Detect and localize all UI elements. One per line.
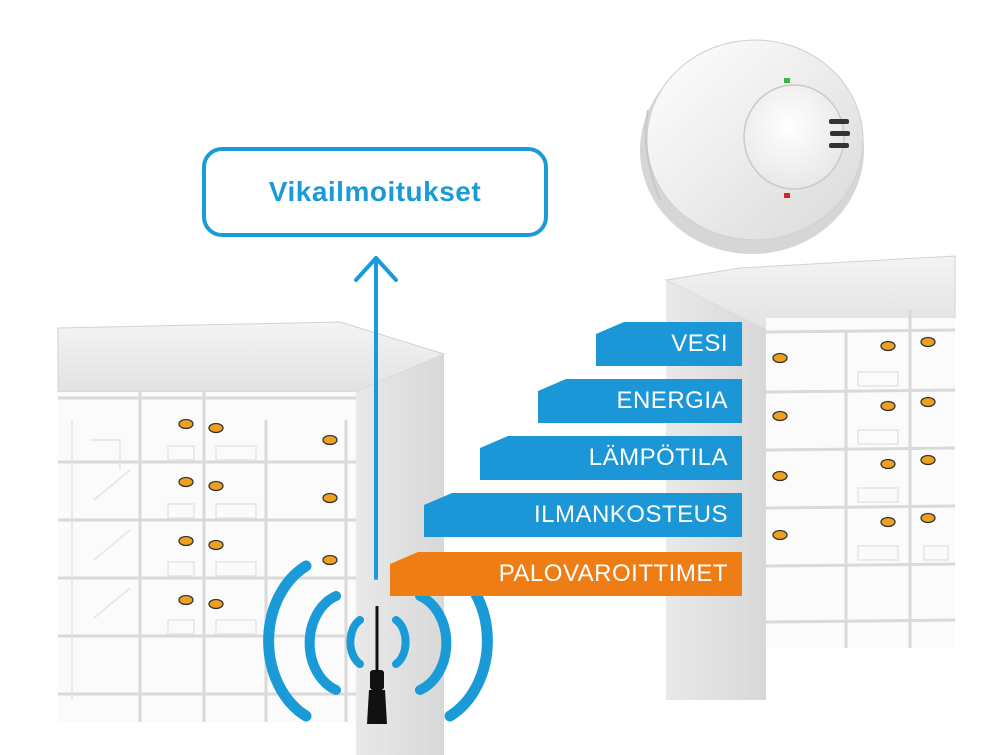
fault-notifications-callout: Vikailmoitukset <box>202 147 548 237</box>
sensor-icon <box>880 340 896 352</box>
sensor-icon <box>178 535 194 547</box>
sensor-icon <box>322 554 338 566</box>
sensor-icon <box>178 418 194 430</box>
category-energy: ENERGIA <box>538 379 742 423</box>
sensor-icon <box>880 458 896 470</box>
category-humidity: ILMANKOSTEUS <box>424 493 742 537</box>
sensor-icon <box>920 454 936 466</box>
sensor-icon <box>208 598 224 610</box>
sensor-icon <box>322 434 338 446</box>
sensor-icon <box>178 476 194 488</box>
category-label: LÄMPÖTILA <box>588 444 728 471</box>
right-sensors <box>772 336 936 541</box>
smoke-detector-icon <box>640 39 864 254</box>
sensor-icon <box>920 396 936 408</box>
category-label: ENERGIA <box>616 387 728 414</box>
left-sensors <box>178 418 338 610</box>
sensor-icon <box>772 529 788 541</box>
sensor-icon <box>322 492 338 504</box>
arrow-up-icon <box>354 256 398 580</box>
category-label: PALOVAROITTIMET <box>498 560 728 587</box>
sensor-icon <box>880 400 896 412</box>
sensor-icon <box>880 516 896 528</box>
callout-label: Vikailmoitukset <box>268 176 482 207</box>
left-building <box>57 321 446 755</box>
sensor-icon <box>772 470 788 482</box>
wireless-signal-icon <box>263 560 493 722</box>
sensor-icon <box>208 422 224 434</box>
sensor-icon <box>920 336 936 348</box>
category-label: ILMANKOSTEUS <box>533 501 728 528</box>
category-temperature: LÄMPÖTILA <box>480 436 742 480</box>
sensor-icon <box>920 512 936 524</box>
sensor-icon <box>772 410 788 422</box>
category-label: VESI <box>671 330 728 357</box>
category-smoke-alarms: PALOVAROITTIMET <box>390 552 742 596</box>
sensor-icon <box>772 352 788 364</box>
sensor-icon <box>208 539 224 551</box>
antenna-icon <box>367 606 387 724</box>
sensor-icon <box>178 594 194 606</box>
category-water: VESI <box>596 322 742 366</box>
sensor-icon <box>208 480 224 492</box>
